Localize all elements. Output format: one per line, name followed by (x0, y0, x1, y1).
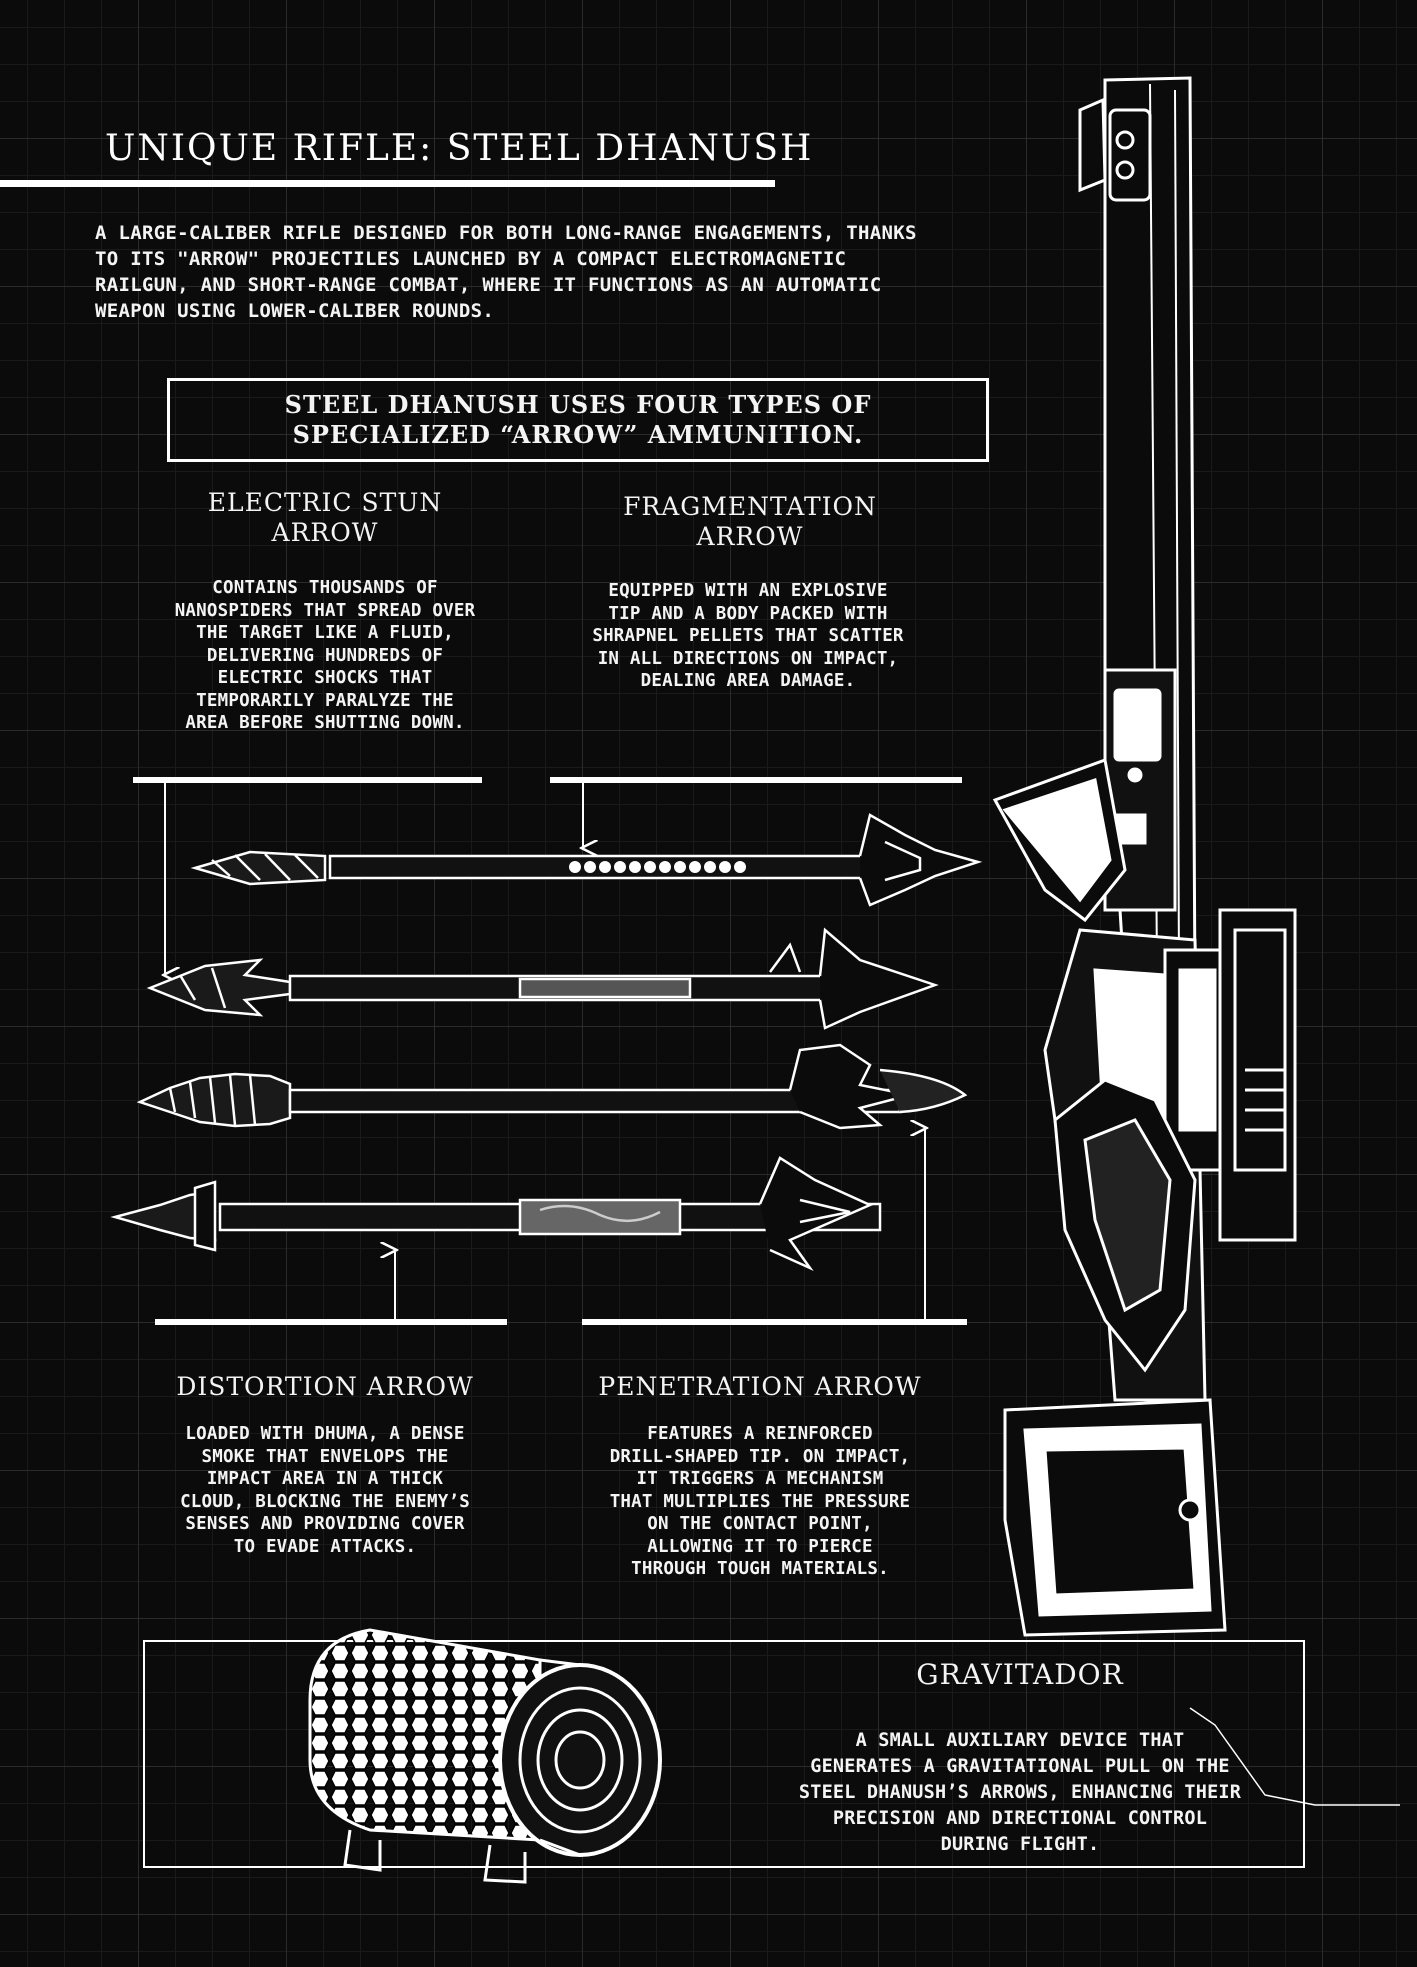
electric-stun-arrow-description: CONTAINS THOUSANDS OF NANOSPIDERS THAT S… (174, 578, 476, 733)
distortion-arrow-description: LOADED WITH DHUMA, A DENSE SMOKE THAT EN… (180, 1424, 470, 1557)
distortion-arrow-drawing (110, 1156, 882, 1272)
intro-text: A LARGE-CALIBER RIFLE DESIGNED FOR BOTH … (95, 222, 917, 322)
penetration-arrow-drawing (136, 1043, 968, 1130)
fragmentation-arrow-heading: FRAGMENTATION ARROW (623, 492, 877, 551)
page-title: UNIQUE RIFLE: STEEL DHANUSH (105, 128, 814, 169)
fragmentation-arrow-drawing (190, 813, 983, 907)
ammo-callout-box: STEEL DHANUSH USES FOUR TYPES OF SPECIAL… (167, 378, 989, 462)
fragmentation-arrow-description: EQUIPPED WITH AN EXPLOSIVE TIP AND A BOD… (592, 581, 904, 691)
electric-stun-arrow-drawing (146, 927, 939, 1030)
penetration-arrow-description: FEATURES A REINFORCED DRILL-SHAPED TIP. … (609, 1424, 911, 1579)
ammo-callout-text: STEEL DHANUSH USES FOUR TYPES OF SPECIAL… (284, 390, 872, 449)
distortion-arrow-heading: DISTORTION ARROW (176, 1372, 474, 1401)
gravitador-leader (1189, 1707, 1400, 1806)
gravitador-description: A SMALL AUXILIARY DEVICE THAT GENERATES … (798, 1730, 1242, 1855)
rifle-drawing (992, 76, 1297, 1637)
title-underline (0, 180, 775, 187)
penetration-arrow-heading: PENETRATION ARROW (598, 1372, 922, 1401)
gravitador-device-drawing (308, 1628, 662, 1884)
gravitador-heading: GRAVITADOR (916, 1658, 1124, 1691)
electric-stun-arrow-heading: ELECTRIC STUN ARROW (207, 488, 443, 547)
gravitador-box (143, 1640, 1305, 1868)
leader-lines (133, 777, 967, 1325)
